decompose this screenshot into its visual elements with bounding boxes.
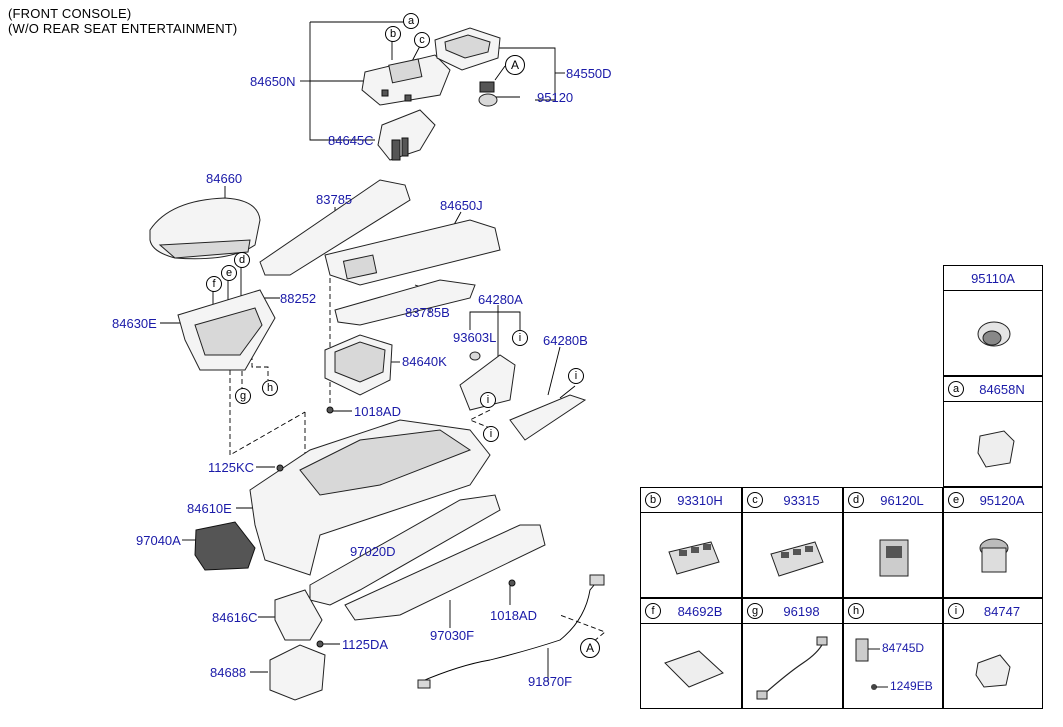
letter-i-marker-4: i [483, 426, 499, 442]
legend-icon-84747 [975, 654, 1011, 688]
callout-95120[interactable]: 95120 [537, 90, 574, 105]
legend-letter-e: e [948, 492, 964, 508]
callout-64280A[interactable]: 64280A [478, 292, 523, 307]
legend-part-93310H: 93310H [677, 493, 723, 508]
legend-sub-84745D[interactable]: 84745D [882, 641, 925, 655]
letter-a-marker: a [403, 13, 419, 29]
callout-64280B[interactable]: 64280B [543, 333, 588, 348]
legend-cell-84692B[interactable]: f 84692B [640, 598, 742, 709]
legend-letter-i: i [948, 603, 964, 619]
callout-84610E[interactable]: 84610E [187, 501, 232, 516]
callout-1125DA[interactable]: 1125DA [342, 637, 389, 652]
legend-letter-d: d [848, 492, 864, 508]
callout-84550D[interactable]: 84550D [566, 66, 612, 81]
part-84616C-bracket [274, 589, 323, 641]
letter-d-marker: d [234, 252, 250, 268]
legend-letter-b: b [645, 492, 661, 508]
legend-icon-84692B [664, 650, 724, 688]
part-64280A-panel [459, 354, 516, 411]
legend-icon-84658N [977, 430, 1015, 468]
legend-part-95120A: 95120A [979, 493, 1025, 508]
callout-1018AD-upper[interactable]: 1018AD [354, 404, 401, 419]
letter-b-marker: b [385, 26, 401, 42]
legend-icon-93315 [770, 541, 824, 577]
callout-84645C[interactable]: 84645C [328, 133, 374, 148]
letter-h-marker: h [262, 380, 278, 396]
part-83785B-strip [334, 279, 476, 326]
callout-83785[interactable]: 83785 [316, 192, 353, 207]
legend-sub-1249EB[interactable]: 1249EB [890, 679, 933, 693]
letter-e-marker: e [221, 265, 237, 281]
callout-91870F[interactable]: 91870F [528, 674, 573, 689]
legend-cell-95110A[interactable]: 95110A [943, 265, 1043, 376]
callout-93603L[interactable]: 93603L [453, 330, 497, 345]
letter-i-marker-3: i [480, 392, 496, 408]
legend-part-96198: 96198 [783, 604, 820, 619]
part-83785-trim [259, 179, 411, 276]
legend-part-84747: 84747 [983, 604, 1021, 619]
callout-1125KC[interactable]: 1125KC [208, 460, 255, 475]
legend-cell-96198[interactable]: g 96198 [742, 598, 843, 709]
callout-97020D[interactable]: 97020D [350, 544, 396, 559]
callout-84630E[interactable]: 84630E [112, 316, 157, 331]
legend-cell-93310H[interactable]: b 93310H [640, 487, 742, 598]
legend-part-84658N: 84658N [979, 382, 1025, 397]
callout-84640K[interactable]: 84640K [402, 354, 447, 369]
callout-97040A[interactable]: 97040A [136, 533, 181, 548]
callout-84616C[interactable]: 84616C [212, 610, 258, 625]
legend-icon-96120L [879, 539, 909, 577]
legend-cell-93315[interactable]: c 93315 [742, 487, 843, 598]
callout-84688[interactable]: 84688 [210, 665, 247, 680]
callout-88252[interactable]: 88252 [280, 291, 317, 306]
part-97030F-duct [344, 524, 546, 621]
callout-83785B[interactable]: 83785B [405, 305, 450, 320]
legend-icon-96198 [756, 636, 828, 700]
part-84688-module [269, 644, 326, 701]
legend-part-95110A: 95110A [971, 271, 1015, 286]
letter-i-marker-2: i [568, 368, 584, 384]
part-97040A-vent [194, 521, 256, 571]
legend-icon-93310H [668, 541, 720, 575]
legend-cell-h[interactable]: h 84745D 1249EB [843, 598, 943, 709]
legend-cell-95120A[interactable]: e 95120A [943, 487, 1043, 598]
callout-84650J[interactable]: 84650J [440, 198, 483, 213]
legend-letter-c: c [747, 492, 763, 508]
part-64280B-panel [509, 394, 587, 441]
legend-letter-f: f [645, 603, 661, 619]
legend-cell-96120L[interactable]: d 96120L [843, 487, 943, 598]
legend-icon-95110A [977, 321, 1011, 347]
legend-letter-g: g [747, 603, 763, 619]
legend-icon-h [855, 638, 888, 690]
legend-cell-84658N[interactable]: a 84658N [943, 376, 1043, 487]
letter-A-marker-top: A [505, 55, 525, 75]
letter-c-marker: c [414, 32, 430, 48]
legend-icon-95120A [979, 538, 1009, 573]
callout-84660[interactable]: 84660 [206, 171, 243, 186]
legend-part-96120L: 96120L [880, 493, 924, 508]
diagram-title-line2: (W/O REAR SEAT ENTERTAINMENT) [8, 21, 238, 36]
callout-1018AD-lower[interactable]: 1018AD [490, 608, 537, 623]
part-95120-socket [478, 93, 498, 107]
callout-84650N[interactable]: 84650N [250, 74, 296, 89]
legend-part-84692B: 84692B [677, 604, 723, 619]
letter-f-marker: f [206, 276, 222, 292]
letter-i-marker-1: i [512, 330, 528, 346]
callout-97030F[interactable]: 97030F [430, 628, 475, 643]
legend-cell-84747[interactable]: i 84747 [943, 598, 1043, 709]
part-97020D-duct [309, 494, 501, 606]
legend-letter-h: h [848, 603, 864, 619]
legend-part-93315: 93315 [783, 493, 820, 508]
legend-letter-a: a [948, 381, 964, 397]
part-91870F-harness [419, 577, 601, 683]
leader-84650N-bracket [309, 22, 375, 141]
letter-g-marker: g [235, 388, 251, 404]
diagram-title-line1: (FRONT CONSOLE) [8, 6, 132, 21]
letter-A-marker-bottom: A [580, 638, 600, 658]
